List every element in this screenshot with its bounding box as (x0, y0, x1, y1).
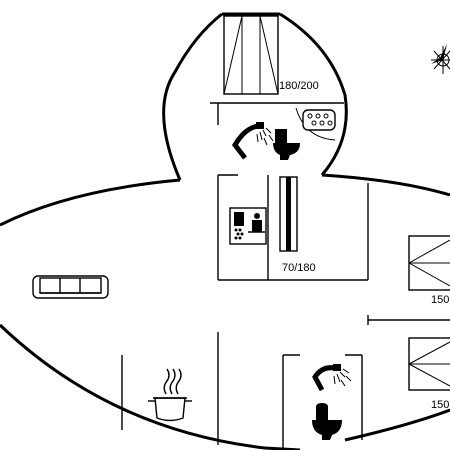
interior-walls (121, 174, 450, 450)
sofa-icon (32, 275, 109, 299)
bed-divider (286, 177, 291, 251)
top-bath (231, 109, 336, 160)
top-bed-size-label: 180/200 (279, 80, 319, 92)
bed-cover-line (223, 15, 243, 95)
wall-upper-right (321, 173, 450, 197)
right-bed-top-size-label: 150 (431, 294, 449, 306)
outer-walls (0, 173, 450, 450)
sauna-icon (229, 207, 267, 245)
top-dome (162, 12, 348, 181)
shower-icon (231, 122, 274, 160)
right-bed-bottom-size-label: 150 (431, 399, 449, 411)
wall-lower (0, 323, 301, 450)
middle-bed-size-label: 70/180 (282, 262, 316, 274)
right-bed-top: 150 (408, 235, 450, 306)
compass-icon (431, 44, 450, 74)
middle-bed: 70/180 (279, 176, 316, 274)
toilet-icon (273, 129, 300, 160)
door-arc (295, 107, 336, 141)
bed-cover-line (259, 15, 279, 95)
cooking-pot-icon (148, 368, 192, 422)
top-bed: 180/200 (223, 15, 319, 95)
jacuzzi-icon (302, 109, 336, 131)
dome-left-wall (162, 12, 223, 181)
shower-icon (312, 364, 352, 392)
toilet-icon (312, 403, 342, 440)
dome-right-wall (279, 12, 348, 176)
lower-bath (312, 364, 352, 440)
bed-icon (223, 15, 279, 95)
wall-upper-left (0, 178, 181, 227)
right-bed-bottom: 150 (408, 337, 450, 411)
wall-lower-right (344, 408, 450, 442)
